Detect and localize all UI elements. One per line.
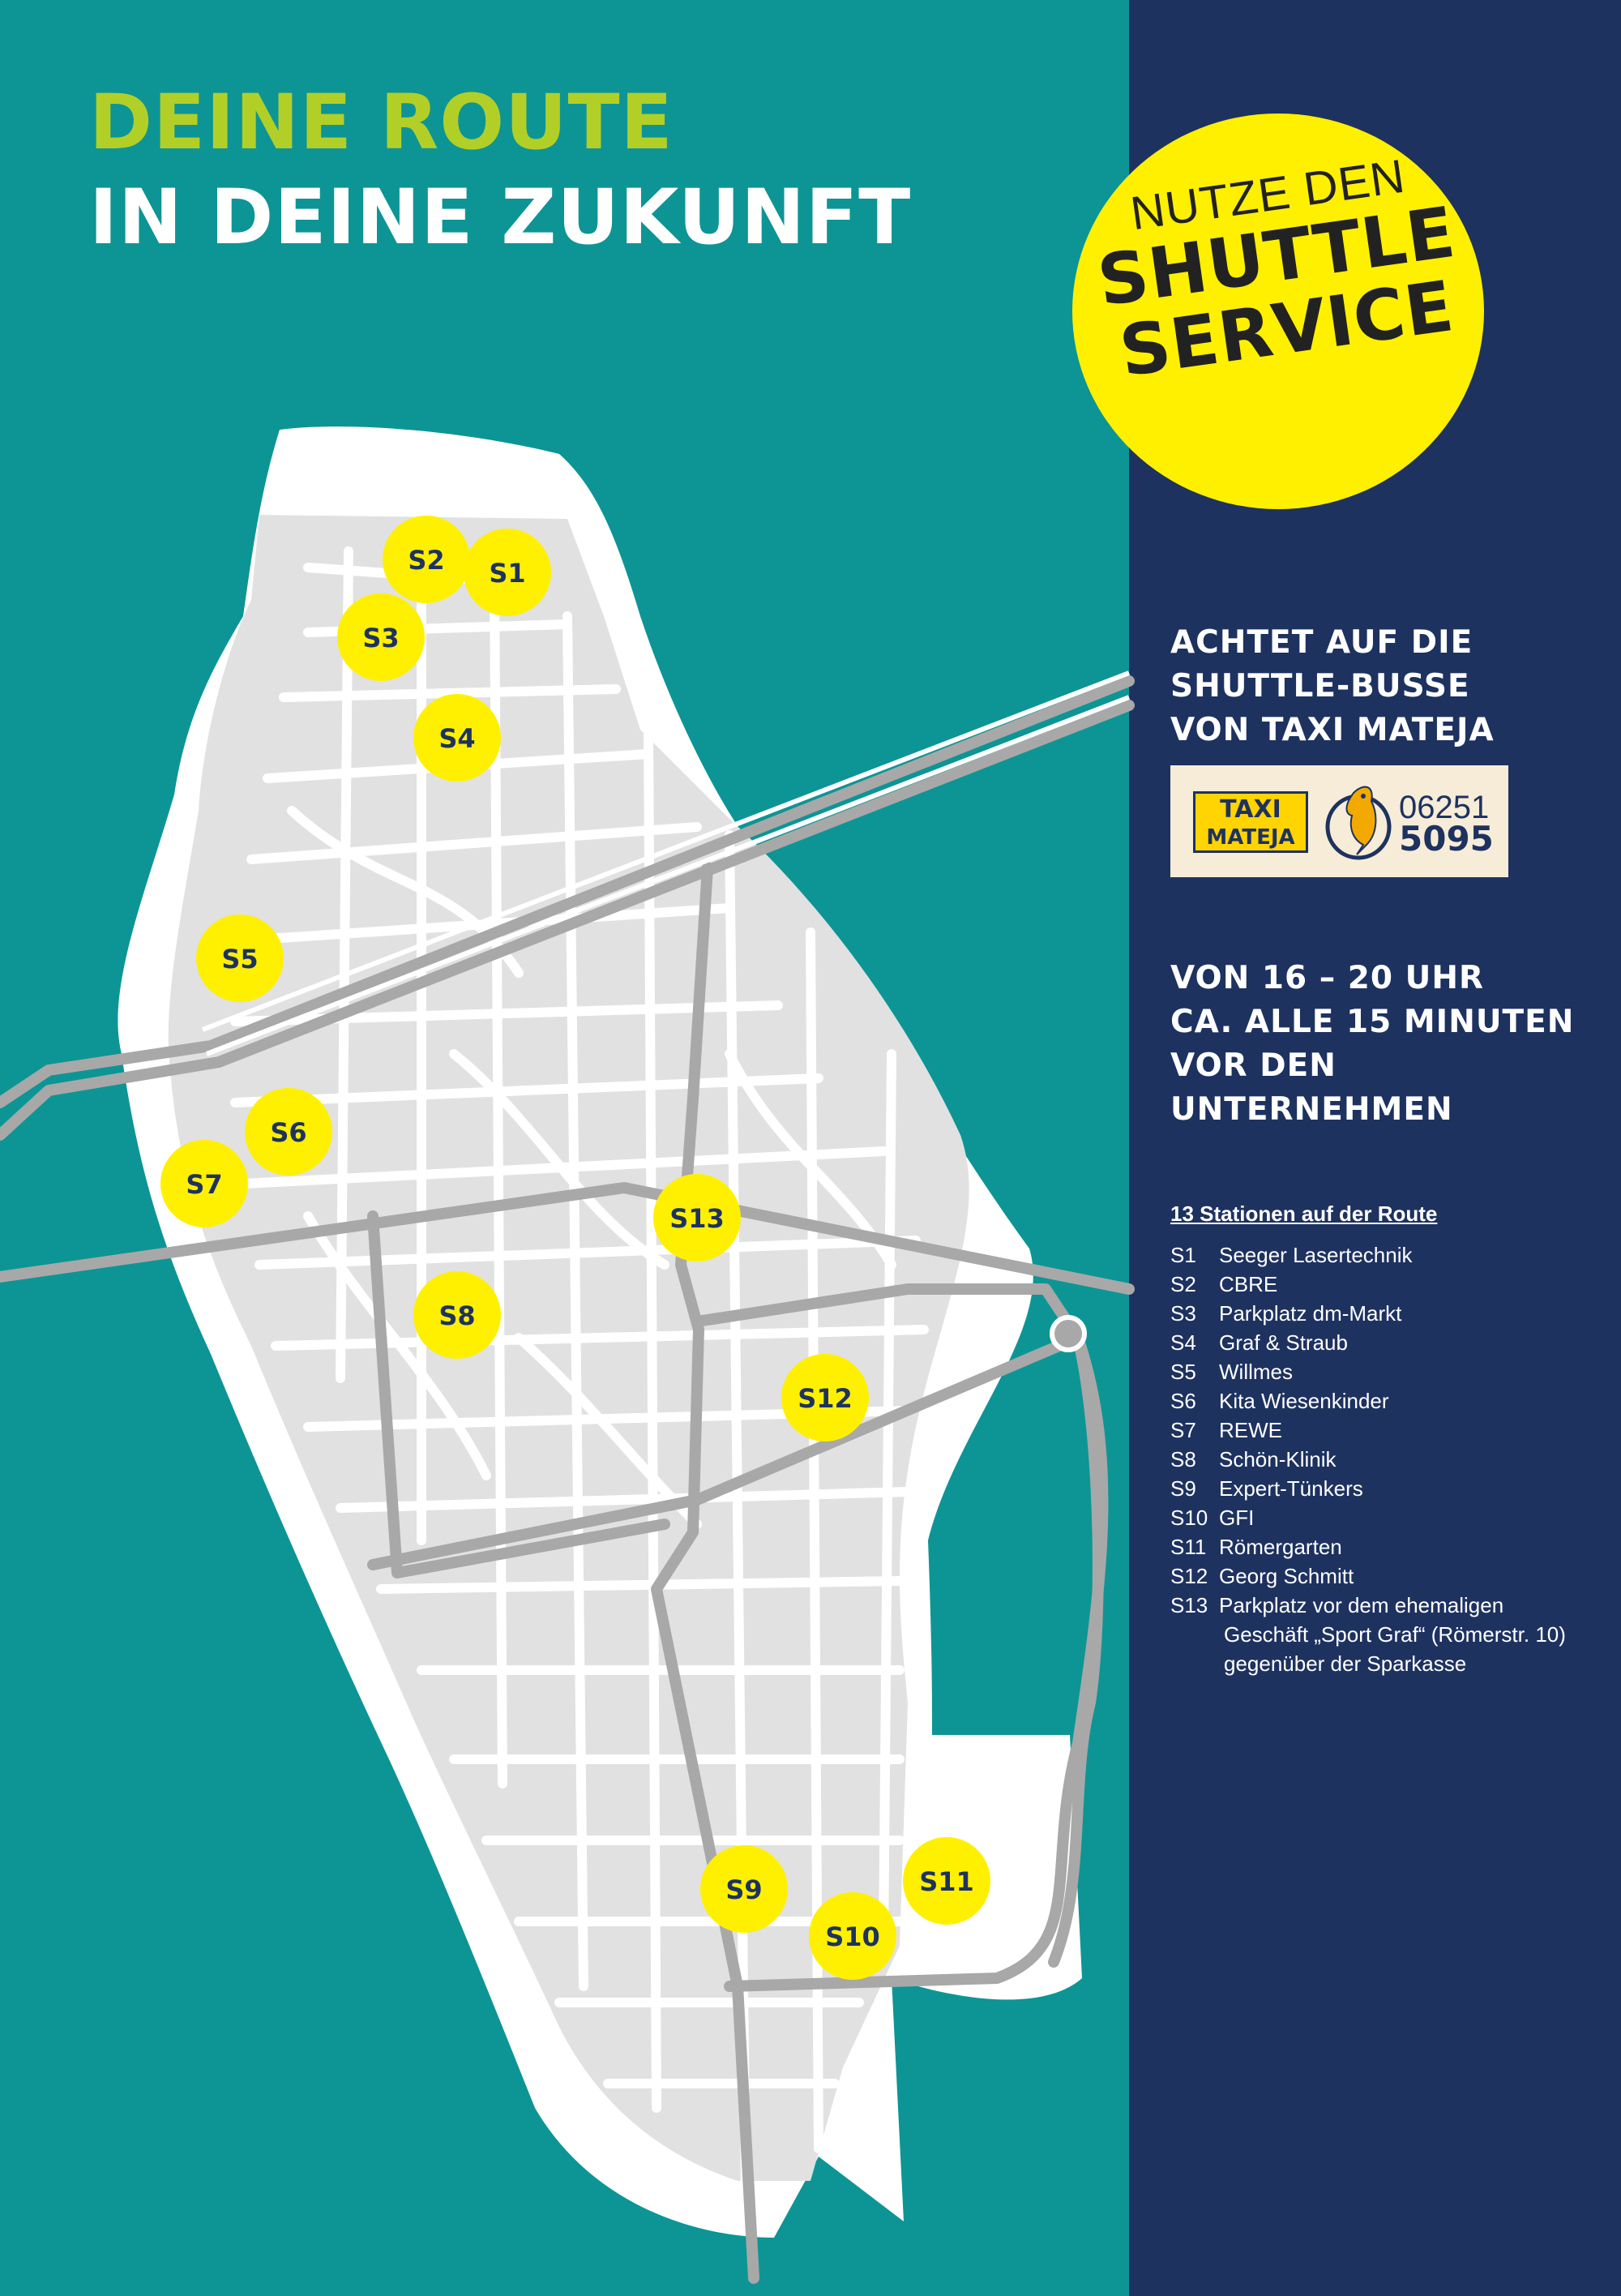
station-name: Parkplatz vor dem ehemaligen [1219,1593,1504,1617]
station-code: S5 [1170,1360,1196,1384]
stop-markers: S1 S2 S3 S4 S5 S6 S7 S8 S9 S10 S11 S12 S… [160,516,990,1980]
logo-taxi-text: TAXI [1220,795,1281,824]
stop-s3-label: S3 [362,623,399,653]
stop-s10[interactable]: S10 [809,1892,896,1980]
headline-line-1: DEINE ROUTE [89,79,674,167]
station-code: S9 [1170,1476,1196,1501]
station-row: S1 Seeger Lasertechnik [1170,1240,1615,1270]
station-code: S10 [1170,1506,1208,1530]
stop-s8-label: S8 [438,1300,475,1331]
stop-s6[interactable]: S6 [245,1088,332,1176]
stop-s1-label: S1 [489,558,525,589]
station-code: S7 [1170,1418,1196,1442]
notice-line-1: ACHTET AUF DIE [1170,624,1473,661]
station-name: Römergarten [1219,1535,1342,1559]
station-name: Seeger Lasertechnik [1219,1243,1413,1267]
station-code: S1 [1170,1243,1196,1267]
stop-s9[interactable]: S9 [700,1845,788,1933]
stop-s13-label: S13 [669,1203,725,1234]
stop-s8[interactable]: S8 [413,1271,501,1359]
station-code: S11 [1170,1535,1207,1559]
station-row: S9 Expert-Tünkers [1170,1474,1615,1503]
stop-s5-label: S5 [221,944,258,975]
taxi-badge: TAXI MATEJA [1193,791,1308,853]
station-row: S6 Kita Wiesenkinder [1170,1386,1615,1416]
stop-s1[interactable]: S1 [464,529,551,616]
taxi-mateja-logo: TAXI MATEJA 06251 5095 [1170,765,1508,877]
station-row: S11 Römergarten [1170,1532,1615,1561]
schedule-line-1: VON 16 – 20 UHR [1170,960,1484,996]
station-code: S6 [1170,1389,1196,1413]
station-code: S8 [1170,1447,1196,1471]
station-code: S4 [1170,1330,1196,1355]
station-name: Georg Schmitt [1219,1564,1354,1588]
station-row: S10 GFI [1170,1503,1615,1532]
station-note-line-2: gegenüber der Sparkasse [1224,1651,1467,1676]
stop-s7-label: S7 [186,1169,222,1200]
schedule-line-2: CA. ALLE 15 MINUTEN [1170,1004,1575,1040]
station-name: Willmes [1219,1360,1293,1384]
street-grid [230,546,929,2194]
station-code: S3 [1170,1301,1196,1326]
stop-s12-label: S12 [798,1383,853,1414]
station-code: S13 [1170,1593,1208,1617]
station-name: REWE [1219,1418,1282,1442]
station-row: S2 CBRE [1170,1270,1615,1299]
stop-s4-label: S4 [438,723,475,754]
stop-s3[interactable]: S3 [337,593,425,681]
notice-line-3: VON TAXI MATEJA [1170,712,1495,748]
station-row: S12 Georg Schmitt [1170,1561,1615,1591]
logo-name-text: MATEJA [1206,825,1295,850]
station-row: S4 Graf & Straub [1170,1328,1615,1357]
rail-line [201,670,1131,1056]
stop-s11[interactable]: S11 [903,1837,990,1925]
stop-s2-label: S2 [408,545,444,576]
station-name: Expert-Tünkers [1219,1476,1363,1501]
station-row: S5 Willmes [1170,1357,1615,1386]
phone-prefix: 06251 [1399,790,1490,825]
notice-line-2: SHUTTLE-BUSSE [1170,668,1470,705]
schedule-heading: VON 16 – 20 UHR CA. ALLE 15 MINUTEN VOR … [1170,957,1574,1132]
station-note-line-1: Geschäft „Sport Graf“ (Römerstr. 10) [1224,1622,1566,1647]
station-row: S8 Schön-Klinik [1170,1445,1615,1474]
stop-s10-label: S10 [825,1921,880,1952]
station-row: S3 Parkplatz dm-Markt [1170,1299,1615,1328]
stop-s9-label: S9 [725,1874,762,1905]
stop-s2[interactable]: S2 [383,516,470,603]
station-row: S7 REWE [1170,1416,1615,1445]
phone-number: 5095 [1399,819,1494,859]
station-code: S12 [1170,1564,1208,1588]
station-name: Schön-Klinik [1219,1447,1337,1471]
stop-s12[interactable]: S12 [781,1354,869,1441]
schedule-line-4: UNTERNEHMEN [1170,1091,1453,1128]
notice-heading: ACHTET AUF DIE SHUTTLE-BUSSE VON TAXI MA… [1170,621,1495,752]
stop-s7[interactable]: S7 [160,1140,248,1227]
stop-s5[interactable]: S5 [196,915,284,1002]
station-code: S2 [1170,1272,1196,1296]
shuttle-service-badge: NUTZE DEN SHUTTLE SERVICE [1072,114,1484,509]
station-row: S13 Parkplatz vor dem ehemaligen [1170,1591,1615,1620]
station-name: Kita Wiesenkinder [1219,1389,1389,1413]
headline-line-2: IN DEINE ZUKUNFT [89,173,912,262]
stop-s13[interactable]: S13 [653,1174,741,1262]
stop-s11-label: S11 [919,1866,974,1897]
roundabout [1050,1315,1087,1352]
schedule-line-3: VOR DEN [1170,1047,1337,1084]
station-name: GFI [1219,1506,1255,1530]
kangaroo-mascot-icon [1325,786,1392,860]
station-name: CBRE [1219,1272,1278,1296]
stations-title: 13 Stationen auf der Route [1170,1202,1438,1226]
stop-s6-label: S6 [270,1117,306,1148]
station-name: Parkplatz dm-Markt [1219,1301,1402,1326]
stop-s4[interactable]: S4 [413,694,501,782]
station-name: Graf & Straub [1219,1330,1348,1355]
